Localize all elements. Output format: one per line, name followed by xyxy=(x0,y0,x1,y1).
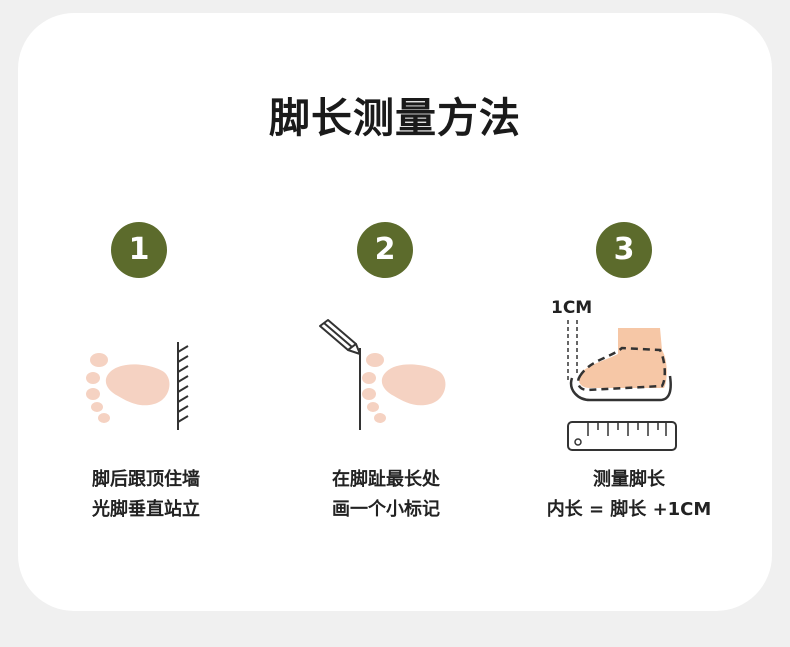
pencil-mark-foot-icon xyxy=(319,319,446,430)
foot-against-wall-icon xyxy=(86,342,189,430)
page-title: 脚长测量方法 xyxy=(269,94,521,142)
step-1-badge: 1 xyxy=(111,222,167,278)
shoe-ruler-icon xyxy=(567,320,677,451)
step-2-badge: 2 xyxy=(357,222,413,278)
step-3-caption: 测量脚长 内长 = 脚长 +1CM xyxy=(546,469,712,520)
allowance-label: 1CM xyxy=(551,298,593,318)
instruction-card xyxy=(18,13,772,611)
step-2-caption: 在脚趾最长处 画一个小标记 xyxy=(332,469,440,520)
step-1-caption: 脚后跟顶住墙 光脚垂直站立 xyxy=(92,469,200,520)
step-3-badge: 3 xyxy=(596,222,652,278)
